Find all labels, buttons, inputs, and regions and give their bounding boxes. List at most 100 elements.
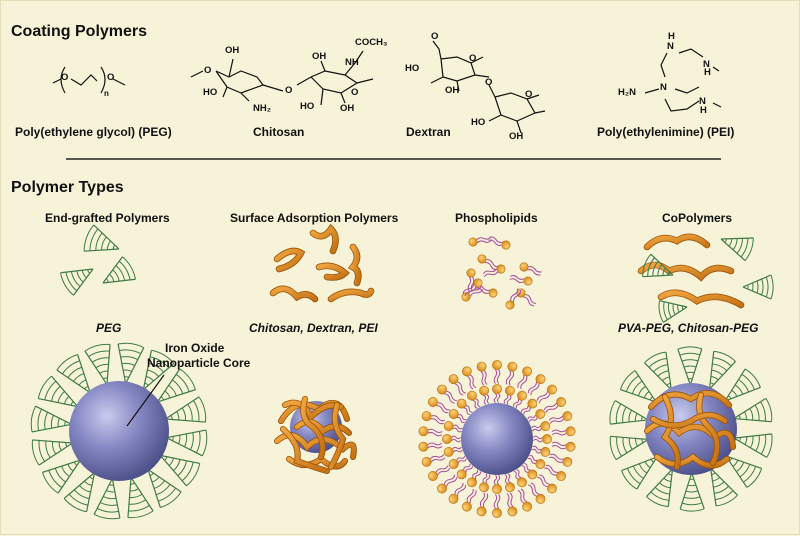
adsorption-ribbon — [650, 412, 728, 428]
nanoparticle-copolymer — [609, 346, 773, 512]
peg-cone — [710, 467, 738, 507]
peg-cone — [60, 268, 94, 296]
peg-cone — [733, 397, 773, 423]
peg-cone — [56, 354, 91, 394]
phospholipid — [519, 262, 542, 276]
phospholipid — [462, 278, 483, 297]
phospholipid — [528, 482, 546, 504]
dextran-o-link: O — [485, 77, 493, 88]
phospholipid — [548, 411, 573, 424]
peg-cone — [147, 468, 182, 508]
adsorption-ribbon — [349, 244, 361, 286]
phospholipid — [448, 409, 467, 423]
peg-cone — [30, 405, 72, 433]
adsorption-ribbon — [301, 396, 325, 460]
dextran-structure — [430, 40, 546, 134]
dextran-ho-b: HO — [471, 117, 486, 128]
peg-cone — [658, 300, 688, 323]
adsorption-ribbon-group — [269, 223, 375, 303]
peg-cone — [724, 368, 761, 402]
dextran-ho-a: HO — [405, 63, 420, 74]
peg-cone — [156, 368, 196, 403]
phospholipid — [492, 360, 502, 384]
phospholipid — [492, 494, 502, 518]
phospholipid — [503, 385, 515, 405]
adsorption-ribbon — [282, 400, 344, 421]
adsorption-ribbon — [644, 234, 710, 250]
phospholipid — [421, 411, 445, 425]
peg-cone — [708, 350, 736, 390]
phospholipid — [488, 236, 511, 250]
chitosan-nh2: NH₂ — [253, 103, 271, 114]
peg-cone — [166, 429, 208, 457]
peg-label: Poly(ethylene glycol) (PEG) — [15, 125, 172, 139]
peg-cone-group — [60, 224, 136, 296]
peg-cone — [621, 456, 658, 490]
col-heading-end-grafted: End-grafted Polymers — [45, 211, 170, 225]
peg-cone — [609, 400, 649, 425]
dextran-oh-a: OH — [445, 85, 460, 96]
nanoparticle-peg — [30, 342, 208, 520]
dextran-oh-b: OH — [509, 131, 524, 142]
adsorption-ribbon — [280, 426, 330, 474]
phospholipid — [443, 421, 463, 433]
phospholipid — [476, 361, 488, 386]
pei-h-bot: H — [700, 105, 707, 116]
core-callout-line1: Iron Oxide — [165, 341, 225, 355]
peg-cone — [159, 454, 201, 487]
peg-cone — [142, 349, 175, 391]
chitosan-o-link: O — [285, 85, 293, 96]
dextran-o-ring2: O — [525, 89, 533, 100]
chitosan-o-a: O — [204, 65, 212, 76]
phospholipid — [476, 492, 489, 517]
dextran-o-top: O — [431, 31, 439, 42]
phospholipid — [509, 275, 533, 286]
nanoparticle-adsorption — [273, 395, 357, 475]
nanoparticle-phospholipid — [418, 360, 576, 518]
phospholipid — [513, 390, 527, 409]
example-copolymers: PVA-PEG, Chitosan-PEG — [618, 321, 759, 335]
phospholipid — [456, 463, 473, 480]
chitosan-oh-a: OH — [225, 45, 240, 56]
peg-cone — [42, 459, 82, 494]
phospholipid — [479, 473, 491, 493]
phospholipid — [544, 464, 566, 481]
phospholipid — [513, 469, 527, 488]
phospholipid — [462, 488, 477, 512]
phospholipid — [505, 361, 518, 386]
chitosan-o-b: O — [351, 87, 359, 98]
phospholipid — [533, 434, 552, 444]
example-end-grafted: PEG — [96, 321, 122, 335]
phospholipid — [506, 492, 518, 517]
dextran-o-ring1: O — [469, 53, 477, 64]
peg-cone — [679, 472, 705, 512]
chitosan-ho-a: HO — [203, 87, 218, 98]
phospholipid — [492, 384, 502, 403]
peg-cone — [646, 468, 674, 508]
peg-cone — [619, 370, 657, 403]
phospholipid — [516, 288, 537, 307]
phospholipid — [442, 434, 461, 444]
adsorption-ribbon — [648, 391, 732, 410]
phospholipid — [537, 474, 557, 494]
adsorption-ribbon — [661, 394, 680, 470]
phospholipid — [531, 445, 551, 457]
dextran-label: Dextran — [406, 125, 451, 139]
pei-n-top2: N — [703, 59, 710, 70]
phospholipid — [504, 473, 515, 493]
peg-cone — [725, 455, 763, 488]
phospholipid-group — [461, 236, 542, 310]
col-heading-surface-adsorption: Surface Adsorption Polymers — [230, 211, 399, 225]
phospholipid — [443, 446, 463, 457]
phospholipid — [467, 390, 481, 409]
peg-cone — [37, 375, 79, 408]
peg-cone — [609, 435, 649, 461]
phospholipid — [527, 409, 546, 423]
peg-cone — [117, 342, 145, 384]
adsorption-ribbon — [658, 290, 744, 308]
adsorption-ribbon — [274, 248, 305, 272]
pei-h-top2: H — [704, 67, 711, 78]
copolymer-group — [637, 233, 774, 323]
